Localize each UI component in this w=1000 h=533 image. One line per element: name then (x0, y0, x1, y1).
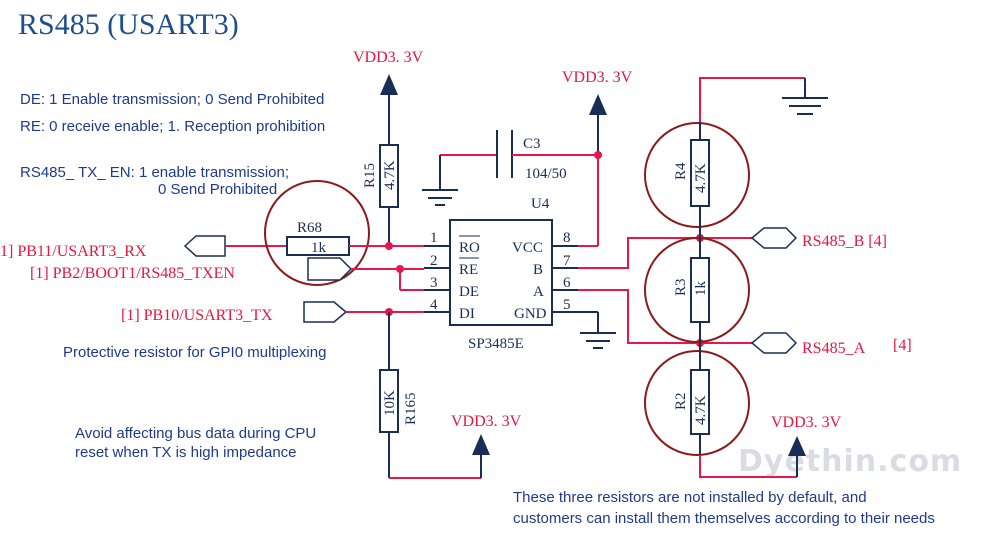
vdd-r15-symbol: VDD3. 3V (353, 49, 424, 145)
ic-part: SP3485E (468, 336, 524, 352)
port-rs485-b: RS485_B [4] (750, 227, 887, 250)
r3-value: 1k (693, 281, 709, 297)
port-rx: 1] PB11/USART3_RX (0, 235, 226, 260)
resistor-r68: R68 1k (264, 180, 370, 286)
pin-6-num: 6 (563, 275, 571, 291)
pin-8-name: VCC (512, 240, 543, 256)
pin-7-num: 7 (563, 253, 571, 269)
pin-3-num: 3 (430, 275, 438, 291)
port-rx-label: 1] PB11/USART3_RX (0, 243, 147, 260)
r3-name: R3 (673, 278, 689, 296)
page-title: RS485 (USART3) (18, 8, 239, 41)
vdd-r15-label: VDD3. 3V (353, 49, 424, 66)
note-protective: Protective resistor for GPI0 multiplexin… (63, 344, 326, 361)
r4-name: R4 (673, 162, 689, 180)
port-tx: [1] PB10/USART3_TX (121, 301, 348, 324)
pin-7-name: B (533, 262, 543, 278)
resistor-r4: R4 4.7K (644, 122, 750, 238)
vdd-r2-label: VDD3. 3V (771, 414, 842, 431)
capacitor-c3: C3 104/50 (422, 130, 598, 206)
pin-6-name: A (533, 284, 544, 300)
port-txen: [1] PB2/BOOT1/RS485_TXEN (30, 257, 353, 282)
c3-name: C3 (523, 136, 541, 152)
pin-4-num: 4 (430, 297, 438, 313)
pin-1-name: RO (459, 240, 480, 256)
r68-name: R68 (297, 220, 322, 236)
pin-4-name: DI (459, 306, 475, 322)
vdd-c3-symbol: VDD3. 3V (560, 69, 633, 247)
vdd-r165-symbol: VDD3. 3V (451, 413, 522, 478)
r15-name: R15 (362, 163, 378, 188)
port-rs485-a: RS485_A [4] (750, 332, 912, 357)
port-tx-label: [1] PB10/USART3_TX (121, 307, 273, 324)
r2-value: 4.7K (693, 395, 709, 425)
ic-u4: U4 SP3485E 1 RO 2 RE 3 DE 4 DI 8 VCC 7 B… (424, 196, 578, 352)
r165-value: 10K (382, 390, 398, 416)
port-rs485-a-label: RS485_A (802, 340, 866, 357)
note-avoid-2: reset when TX is high impedance (75, 444, 297, 461)
gnd-r4 (699, 77, 828, 122)
vdd-r165-label: VDD3. 3V (451, 413, 522, 430)
pin-5-num: 5 (563, 297, 571, 313)
port-txen-label: [1] PB2/BOOT1/RS485_TXEN (30, 265, 235, 282)
r2-name: R2 (673, 392, 689, 410)
resistor-r165: 10K R165 (379, 369, 419, 433)
vdd-r2-symbol: VDD3. 3V (771, 414, 842, 477)
note-re: RE: 0 receive enable; 1. Reception prohi… (20, 118, 325, 135)
resistor-r2: R2 4.7K (644, 343, 750, 456)
gnd-pin5 (578, 311, 616, 349)
note-install-1: These three resistors are not installed … (513, 489, 867, 506)
note-install-2: customers can install them themselves ac… (513, 510, 935, 527)
pin-1-num: 1 (430, 230, 438, 246)
vdd-c3-label: VDD3. 3V (562, 69, 633, 86)
note-tx-en-1: RS485_ TX_ EN: 1 enable transmission; (20, 164, 289, 181)
r4-value: 4.7K (693, 163, 709, 193)
port-rs485-a-sheet: [4] (893, 337, 912, 354)
r68-value: 1k (311, 240, 327, 256)
c3-value: 104/50 (525, 166, 567, 182)
note-avoid-1: Avoid affecting bus data during CPU (75, 425, 316, 442)
ic-ref: U4 (531, 196, 550, 212)
resistor-r3: R3 1k (644, 237, 750, 343)
note-de: DE: 1 Enable transmission; 0 Send Prohib… (20, 91, 324, 108)
watermark: Dyethin.com (738, 444, 962, 479)
r165-name: R165 (403, 392, 419, 425)
note-tx-en-2: 0 Send Prohibited (158, 181, 277, 198)
pin-3-name: DE (459, 284, 479, 300)
pin-5-name: GND (514, 306, 547, 322)
port-rs485-b-label: RS485_B [4] (802, 233, 887, 250)
r15-value: 4.7K (382, 160, 398, 190)
pin-8-num: 8 (563, 230, 571, 246)
pin-2-name: RE (459, 262, 478, 278)
resistor-r15: R15 4.7K (362, 144, 399, 208)
pin-2-num: 2 (430, 253, 438, 269)
